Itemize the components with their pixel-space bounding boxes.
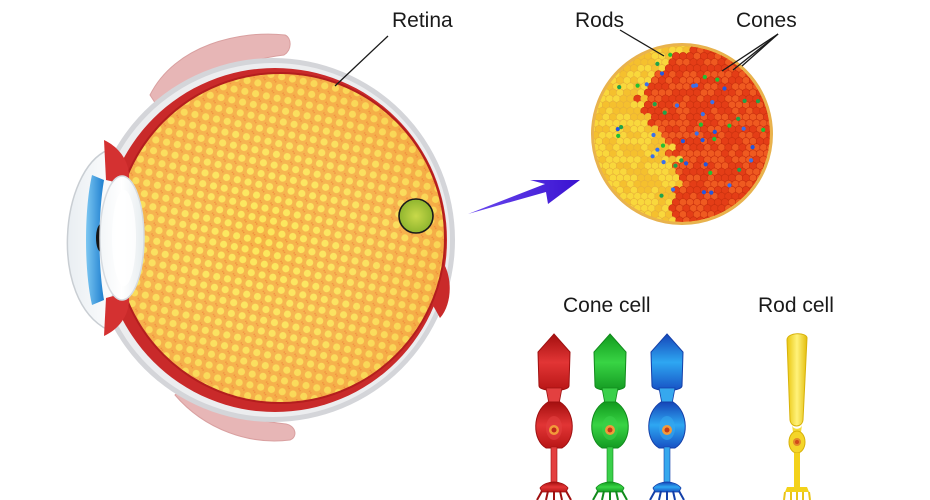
colored-cone-dot <box>651 132 656 138</box>
colored-cone-dot <box>650 154 655 159</box>
colored-cone-dot <box>659 71 665 76</box>
colored-cone-dot <box>703 162 708 167</box>
colored-cone-dot <box>616 133 621 138</box>
colored-cone-dot <box>698 122 704 127</box>
iris <box>86 175 104 305</box>
colored-cone-dot <box>673 163 678 168</box>
colored-cone-dot <box>727 123 732 128</box>
rod-cell <box>783 333 811 500</box>
colored-cone-dot <box>662 110 667 115</box>
colored-cone-dot <box>700 112 705 117</box>
colored-cone-dot <box>712 129 717 134</box>
colored-cone-dot <box>680 139 686 144</box>
colored-cone-dot <box>674 103 680 108</box>
rod-mosaic-cell <box>671 46 681 49</box>
rod-mosaic-cell <box>664 46 674 49</box>
colored-cone-dot <box>684 161 689 166</box>
green-cone-cell <box>591 333 629 500</box>
cones-label: Cones <box>736 9 797 32</box>
macula-highlight <box>398 198 434 234</box>
cone-mosaic-cell <box>692 46 702 49</box>
rods-pointer-line <box>619 29 665 57</box>
colored-cone-dot <box>722 86 727 91</box>
colored-cone-dot <box>702 74 707 80</box>
magnify-arrow <box>468 180 580 214</box>
colored-cone-dot <box>710 100 715 105</box>
colored-cone-dot <box>679 158 684 163</box>
colored-cone-dot <box>742 98 747 103</box>
colored-cone-dot <box>701 190 707 195</box>
colored-cone-dot <box>655 147 660 152</box>
cone-mosaic-cell <box>762 137 770 146</box>
colored-cone-dot <box>655 61 660 66</box>
colored-cone-dot <box>615 127 620 132</box>
colored-cone-dot <box>700 138 705 143</box>
colored-cone-dot <box>619 125 624 130</box>
colored-cone-dot <box>635 83 640 88</box>
colored-cone-dot <box>737 167 742 172</box>
blue-cone-cell <box>648 333 686 500</box>
cone-cell-label: Cone cell <box>563 294 651 317</box>
colored-cone-dot <box>715 77 720 82</box>
rods-label: Rods <box>575 9 625 32</box>
colored-cone-dot <box>709 190 714 195</box>
cones-pointer-line-1 <box>721 33 779 72</box>
retina-label: Retina <box>392 9 453 32</box>
cones-pointer-line-3 <box>741 33 779 67</box>
colored-cone-dot <box>749 158 754 163</box>
eyeball <box>66 33 455 442</box>
cone-mosaic-cell <box>766 131 770 140</box>
rod-cell-label: Rod cell <box>758 294 834 317</box>
colored-cone-dot <box>761 127 766 132</box>
colored-cone-dot <box>661 160 666 165</box>
colored-cone-dot <box>668 52 673 57</box>
cone-mosaic-cell <box>766 119 770 128</box>
colored-cone-dot <box>741 126 746 131</box>
colored-cone-dot <box>712 136 717 142</box>
rod-mosaic-cell <box>685 46 695 49</box>
retina-pointer-line <box>334 35 389 87</box>
rod-mosaic-cell <box>678 46 688 49</box>
colored-cone-dot <box>727 183 732 188</box>
colored-cone-dot <box>736 116 741 121</box>
red-cone-cell <box>535 333 573 500</box>
colored-cone-dot <box>652 102 657 107</box>
colored-cone-dot <box>660 143 666 148</box>
photoreceptor-mosaic <box>591 43 773 225</box>
colored-cone-dot <box>755 99 761 104</box>
cone-mosaic-cell <box>766 143 770 152</box>
colored-cone-dot <box>670 187 676 192</box>
colored-cone-dot <box>694 131 699 136</box>
colored-cone-dot <box>617 85 622 90</box>
colored-cone-dot <box>694 83 699 88</box>
colored-cone-dot <box>659 193 664 198</box>
colored-cone-dot <box>644 82 649 87</box>
colored-cone-dot <box>708 170 713 175</box>
colored-cone-dot <box>750 145 755 150</box>
